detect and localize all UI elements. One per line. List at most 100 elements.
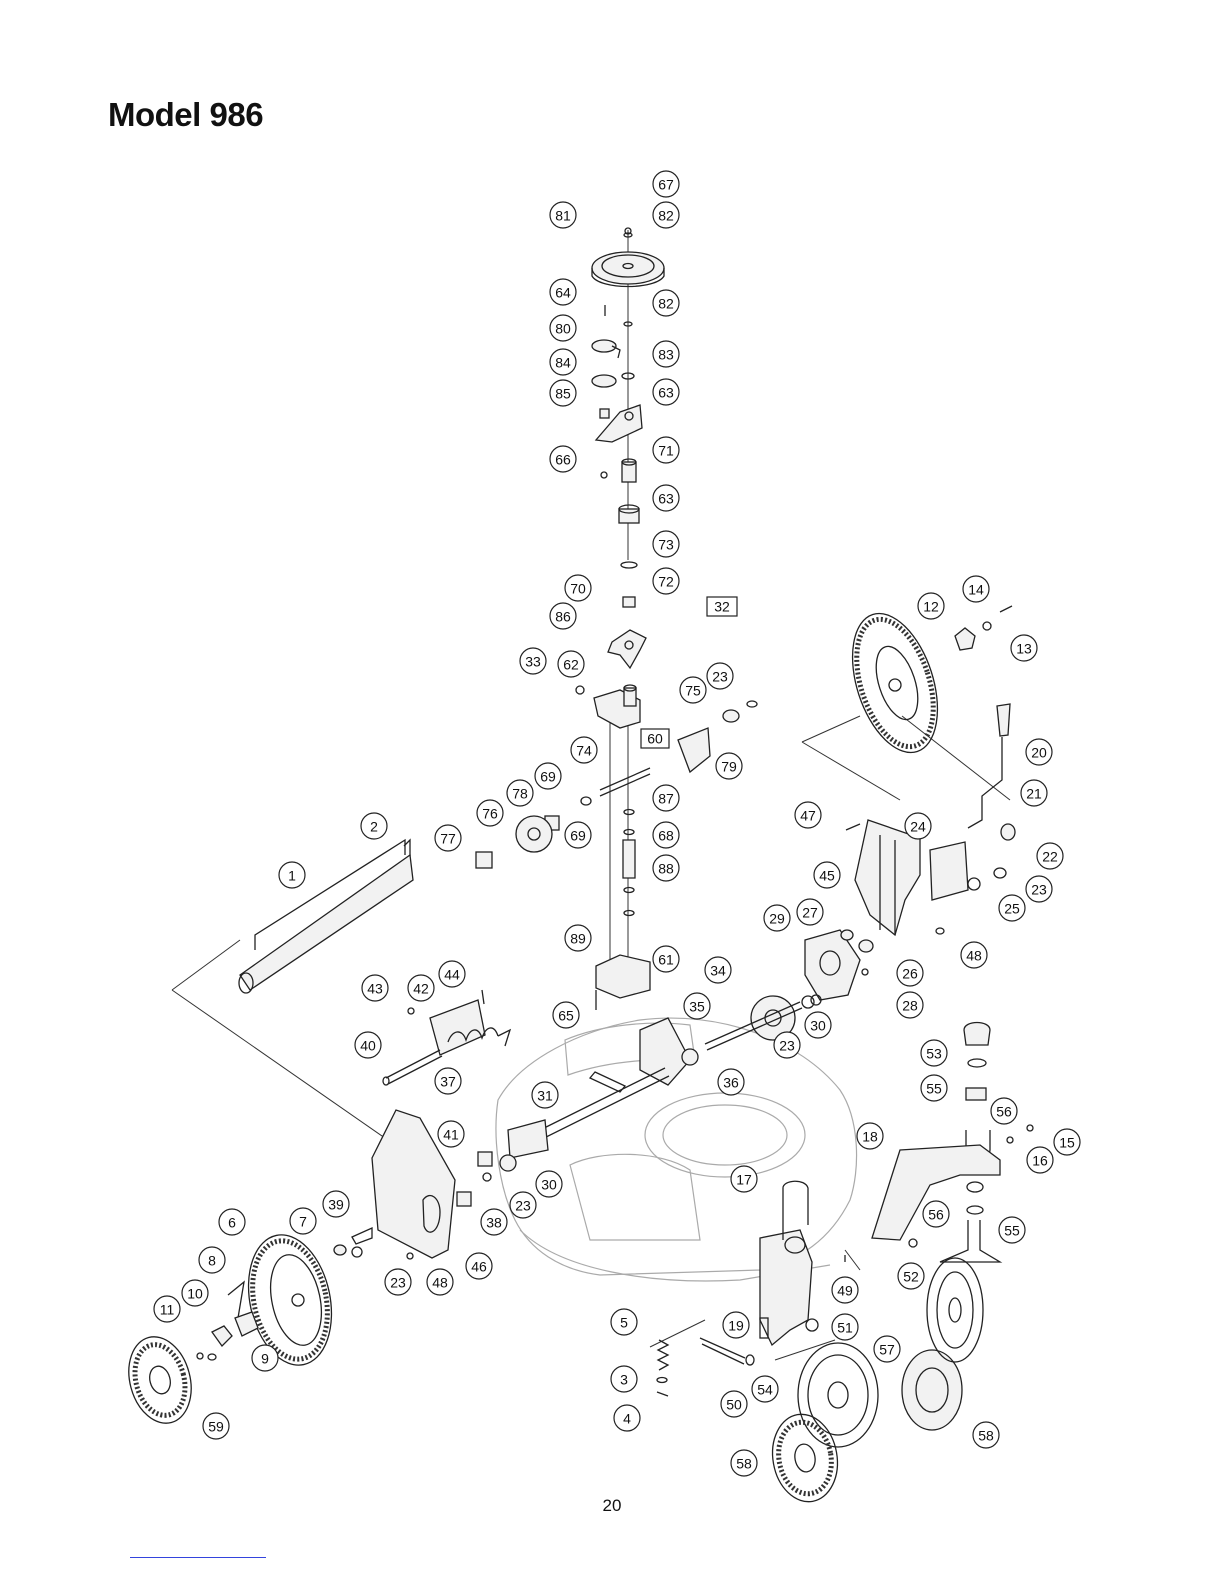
part-callout-9: 9: [251, 1344, 279, 1372]
part-callout-37: 37: [434, 1067, 462, 1095]
gearbox-assembly: [475, 629, 758, 1010]
svg-text:68: 68: [658, 828, 674, 844]
svg-text:89: 89: [570, 931, 586, 947]
svg-text:28: 28: [902, 998, 918, 1014]
part-callout-74: 74: [570, 736, 598, 764]
svg-text:9: 9: [261, 1351, 269, 1367]
rear-drive-axle: [507, 929, 874, 1159]
svg-text:14: 14: [968, 582, 984, 598]
part-callout-53: 53: [920, 1039, 948, 1067]
svg-text:44: 44: [444, 967, 460, 983]
part-callout-55: 55: [998, 1216, 1026, 1244]
part-callout-45: 45: [813, 861, 841, 889]
part-callout-10: 10: [181, 1279, 209, 1307]
part-callout-50: 50: [720, 1390, 748, 1418]
part-callout-30: 30: [804, 1011, 832, 1039]
svg-text:46: 46: [471, 1259, 487, 1275]
part-callout-49: 49: [831, 1276, 859, 1304]
svg-text:31: 31: [537, 1088, 553, 1104]
part-callout-17: 17: [730, 1165, 758, 1193]
part-callout-83: 83: [652, 340, 680, 368]
svg-text:7: 7: [299, 1214, 307, 1230]
svg-text:35: 35: [689, 999, 705, 1015]
svg-text:23: 23: [515, 1198, 531, 1214]
svg-text:58: 58: [736, 1456, 752, 1472]
svg-text:65: 65: [558, 1008, 574, 1024]
part-callout-71: 71: [652, 436, 680, 464]
part-callout-89: 89: [564, 924, 592, 952]
svg-text:23: 23: [712, 669, 728, 685]
svg-text:67: 67: [658, 177, 674, 193]
part-callout-43: 43: [361, 974, 389, 1002]
svg-text:61: 61: [658, 952, 674, 968]
part-callout-46: 46: [465, 1252, 493, 1280]
part-callout-56: 56: [990, 1097, 1018, 1125]
part-callout-29: 29: [763, 904, 791, 932]
part-callout-78: 78: [506, 779, 534, 807]
svg-text:87: 87: [658, 791, 674, 807]
part-callout-3: 3: [610, 1365, 638, 1393]
svg-text:13: 13: [1016, 641, 1032, 657]
part-callout-48: 48: [960, 941, 988, 969]
part-callout-28: 28: [896, 991, 924, 1019]
svg-text:23: 23: [779, 1038, 795, 1054]
svg-text:69: 69: [540, 769, 556, 785]
part-callout-86: 86: [549, 602, 577, 630]
box-label: 32: [706, 596, 738, 617]
svg-text:24: 24: [910, 819, 926, 835]
svg-text:30: 30: [810, 1018, 826, 1034]
part-callout-22: 22: [1036, 842, 1064, 870]
part-callout-4: 4: [613, 1404, 641, 1432]
svg-text:34: 34: [710, 963, 726, 979]
svg-text:20: 20: [1031, 745, 1047, 761]
part-callout-7: 7: [289, 1207, 317, 1235]
part-callout-65: 65: [552, 1001, 580, 1029]
part-callout-88: 88: [652, 854, 680, 882]
svg-text:88: 88: [658, 861, 674, 877]
svg-text:80: 80: [555, 321, 571, 337]
part-callout-85: 85: [549, 379, 577, 407]
part-callout-1: 1: [278, 861, 306, 889]
svg-text:57: 57: [879, 1342, 895, 1358]
part-callout-56: 56: [922, 1200, 950, 1228]
box-label: 60: [640, 728, 670, 749]
part-callout-23: 23: [384, 1268, 412, 1296]
part-callout-13: 13: [1010, 634, 1038, 662]
svg-text:16: 16: [1032, 1153, 1048, 1169]
svg-text:58: 58: [978, 1428, 994, 1444]
svg-text:56: 56: [996, 1104, 1012, 1120]
svg-text:84: 84: [555, 355, 571, 371]
svg-text:74: 74: [576, 743, 592, 759]
part-callout-84: 84: [549, 348, 577, 376]
svg-text:25: 25: [1004, 901, 1020, 917]
svg-text:71: 71: [658, 443, 674, 459]
rear-baffle: [238, 838, 414, 994]
svg-text:60: 60: [647, 731, 663, 747]
part-callout-26: 26: [896, 959, 924, 987]
svg-text:48: 48: [966, 948, 982, 964]
part-callout-14: 14: [962, 575, 990, 603]
part-callout-79: 79: [715, 752, 743, 780]
part-callout-2: 2: [360, 812, 388, 840]
part-callout-67: 67: [652, 170, 680, 198]
svg-text:72: 72: [658, 574, 674, 590]
svg-text:22: 22: [1042, 849, 1058, 865]
footer-link-underline[interactable]: [130, 1557, 266, 1558]
part-callout-42: 42: [407, 974, 435, 1002]
svg-text:12: 12: [923, 599, 939, 615]
part-callout-21: 21: [1020, 779, 1048, 807]
part-callout-24: 24: [904, 812, 932, 840]
svg-text:53: 53: [926, 1046, 942, 1062]
svg-text:23: 23: [390, 1275, 406, 1291]
part-callout-68: 68: [652, 821, 680, 849]
part-callout-41: 41: [437, 1120, 465, 1148]
part-callout-73: 73: [652, 530, 680, 558]
svg-text:47: 47: [800, 808, 816, 824]
svg-text:36: 36: [723, 1075, 739, 1091]
part-callout-87: 87: [652, 784, 680, 812]
svg-text:40: 40: [360, 1038, 376, 1054]
svg-text:42: 42: [413, 981, 429, 997]
part-callout-16: 16: [1026, 1146, 1054, 1174]
svg-text:76: 76: [482, 806, 498, 822]
